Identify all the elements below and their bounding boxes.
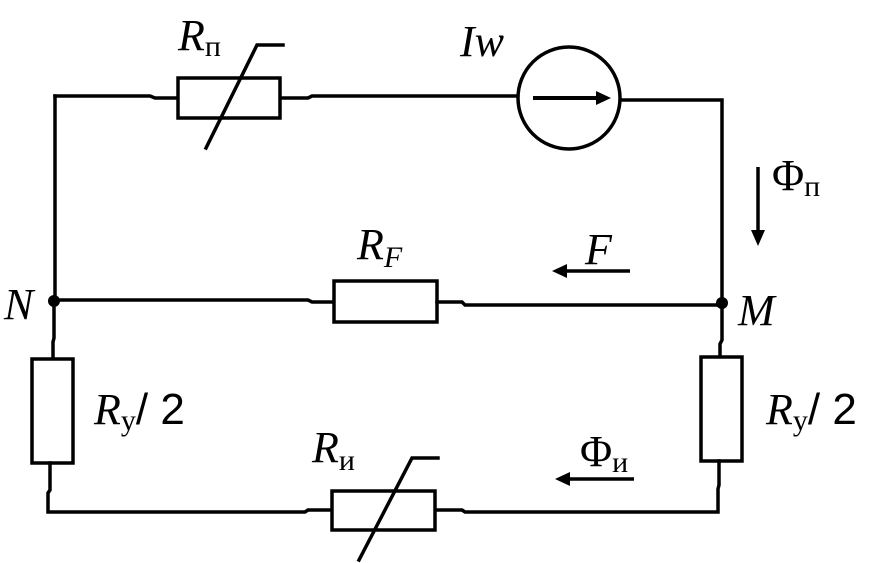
resistor-r-y-left-body [30, 357, 75, 465]
flux-i-arrowhead-icon [555, 472, 570, 486]
label-r-y-left: Rу/ 2 [93, 385, 185, 437]
middle-branch [48, 279, 728, 324]
label-r-p: Rп [177, 11, 221, 63]
label-force: F [584, 225, 613, 274]
label-flux-p: Φп [772, 151, 820, 203]
label-node-m: M [737, 286, 777, 335]
wire-middle-right [435, 300, 724, 307]
label-node-n: N [3, 280, 36, 329]
right-lower-branch [433, 303, 744, 514]
label-r-y-right: Rу/ 2 [765, 385, 857, 437]
label-flux-i: Φи [580, 427, 628, 479]
top-branch [53, 94, 724, 304]
wire-top-middle [278, 94, 520, 100]
wire-bottom-right [433, 459, 721, 514]
wire-bottom-left [46, 461, 334, 514]
wire-top-left [53, 94, 180, 100]
label-source-iw: Iw [459, 17, 505, 66]
label-r-f: RF [356, 220, 403, 274]
mmf-source [516, 45, 622, 151]
source-arrowhead-icon [596, 91, 611, 105]
resistor-r-f-body [332, 279, 439, 324]
label-r-i: Rи [311, 423, 355, 477]
left-lower-branch [30, 300, 334, 514]
node-m-dot [716, 297, 728, 309]
arrow-flux-i [555, 472, 634, 486]
wire-top-right [618, 98, 724, 304]
variable-arrow-r-i [356, 456, 440, 563]
force-arrowhead-icon [552, 264, 567, 278]
arrow-flux-p [751, 167, 765, 246]
arrow-force [552, 264, 630, 278]
variable-arrow-r-p [203, 43, 285, 151]
flux-p-arrowhead-icon [751, 230, 765, 246]
wire-middle-left [53, 298, 336, 304]
resistor-r-y-right-body [699, 355, 744, 463]
resistor-r-i [330, 456, 440, 563]
wire-right-lower-top [718, 303, 724, 359]
resistor-r-p [176, 43, 285, 151]
wire-left-lower-top [51, 300, 56, 360]
